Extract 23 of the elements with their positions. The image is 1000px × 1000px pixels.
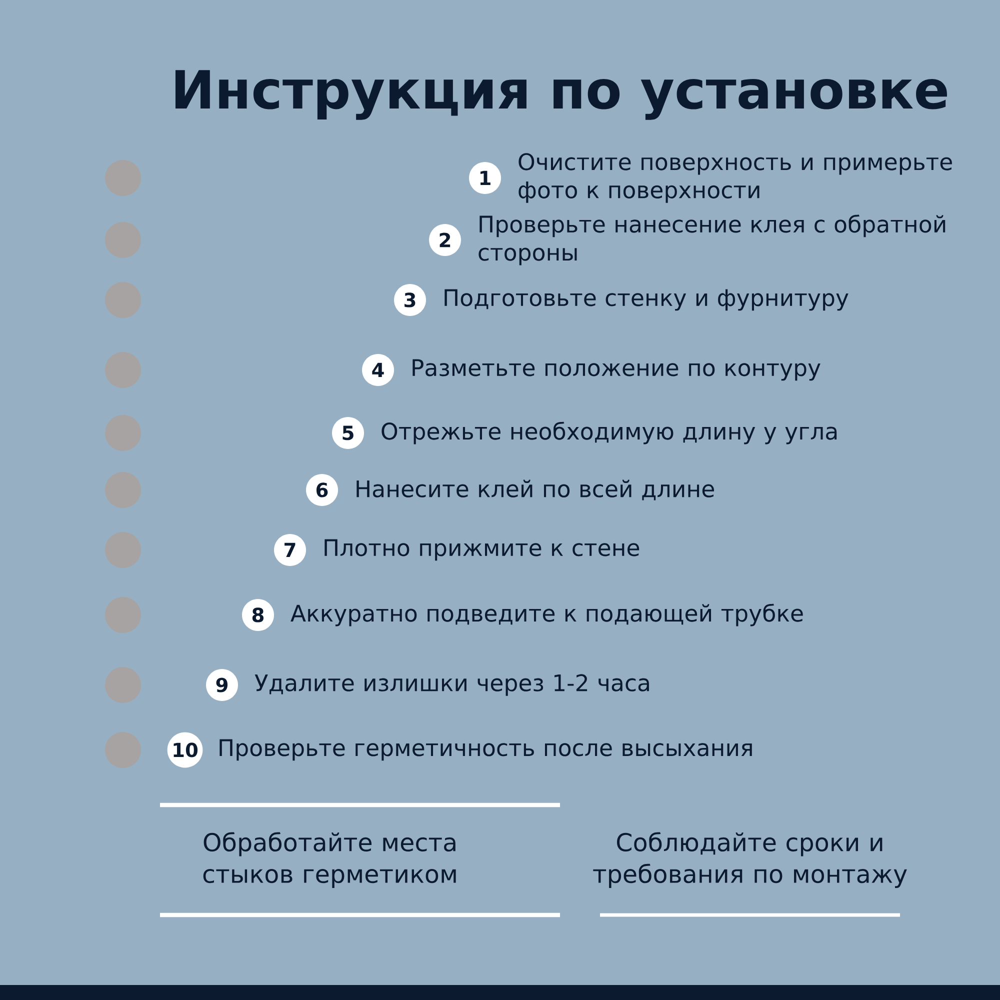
step-number: 9 <box>206 669 238 701</box>
step-text: Подготовьте стенку и фурнитуру <box>444 289 848 311</box>
step-text: Разметьте положение по контуру <box>412 359 820 381</box>
step-number: 6 <box>306 474 338 506</box>
step-number: 10 <box>167 732 203 768</box>
step-text: Нанесите клей по всей длине <box>356 480 714 500</box>
title: Инструкция по установке <box>176 70 947 120</box>
step-text: Очистите поверхность и примерьте фото к поверхности <box>518 153 952 203</box>
step-number: 1 <box>469 162 502 194</box>
note-text: Соблюдайте сроки и требования по монтажу <box>593 832 907 888</box>
step-text: Плотно прижмите к стене <box>324 539 640 561</box>
step-text: Проверьте герметичность после высыхания <box>220 739 752 761</box>
step-number: 7 <box>274 534 306 566</box>
step-number: 8 <box>242 599 274 631</box>
step-number: 3 <box>394 284 426 316</box>
step-text: Отрежьте необходимую длину у угла <box>382 422 837 444</box>
note-text: Обработайте места стыков герметиком <box>203 832 456 888</box>
step-number: 4 <box>362 354 394 386</box>
step-number: 5 <box>332 416 364 449</box>
step-text: Удалите излишки через 1-2 часа <box>254 674 649 696</box>
step-text: Аккуратно подведите к подающей трубке <box>290 604 803 626</box>
step-number: 2 <box>429 224 462 256</box>
step-text: Проверьте нанесение клея с обратной стороны <box>478 214 946 266</box>
